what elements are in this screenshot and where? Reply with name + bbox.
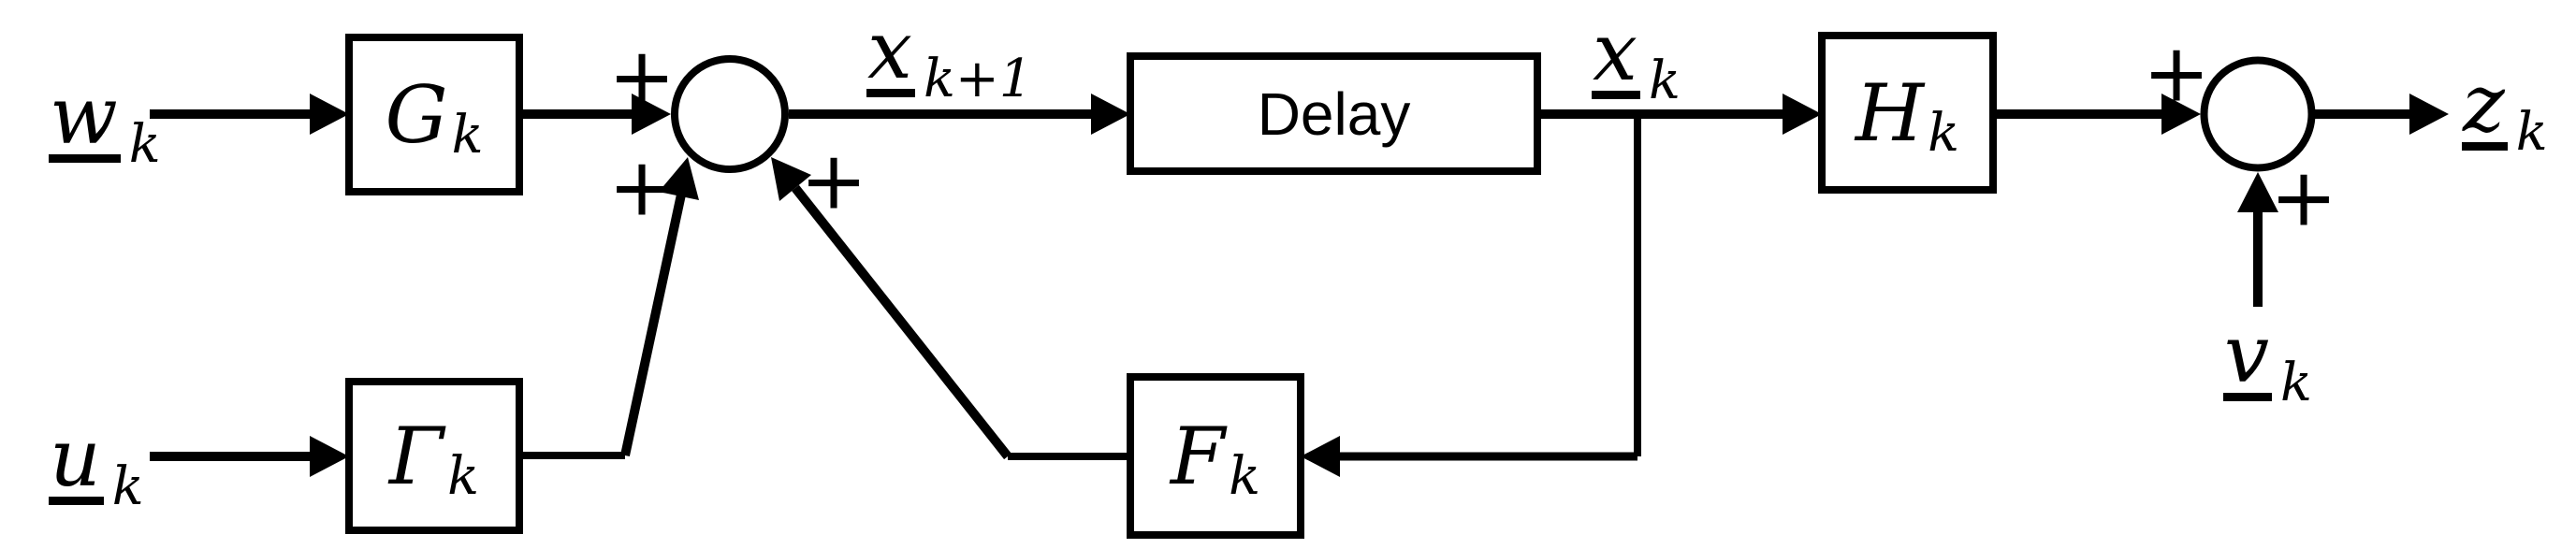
plus-icon-sum1-top-left: +: [607, 30, 677, 124]
plus-icon-sum1-bottom-right: +: [799, 134, 868, 228]
arrow-fk-to-sum1-diagonal-shaft: [792, 184, 1011, 460]
arrowhead-hk-into-sum2: [2161, 94, 2201, 135]
signal-uk-subscript: k: [111, 456, 144, 517]
arrowhead-into-gk: [310, 94, 349, 135]
signal-wk-subscript: k: [128, 114, 161, 175]
arrowhead-zk-output: [2409, 94, 2449, 135]
block-gk-letter: G: [385, 68, 448, 161]
plus-icon-sum2-top-left: +: [2142, 26, 2211, 121]
block-hk-letter: H: [1855, 66, 1925, 159]
arrowhead-into-hk: [1783, 94, 1822, 135]
block-gammak-box: [345, 378, 523, 534]
arrowhead-into-fk: [1301, 436, 1340, 477]
block-hk-subscript: k: [1928, 102, 1960, 164]
plus-icon-sum2-bottom-right: +: [2269, 151, 2338, 245]
signal-xk1-subscript: k+1: [923, 49, 1033, 109]
arrow-gammak-to-sum1-diagonal-shaft: [620, 193, 686, 457]
signal-xk-subscript: k: [1648, 51, 1681, 111]
signal-zk-subscript: k: [2515, 102, 2548, 163]
signal-zk-main: z: [2462, 65, 2508, 151]
block-gk-subscript: k: [451, 104, 484, 166]
block-delay-box: [1127, 52, 1541, 175]
block-fk-box: [1127, 373, 1304, 539]
block-gammak-subscript: k: [447, 445, 480, 507]
block-delay-label: Delay: [1130, 56, 1537, 171]
arrowhead-vk-into-sum2: [2237, 172, 2278, 212]
arrowhead-gammak-into-sum1: [659, 157, 699, 200]
block-fk-subscript: k: [1229, 445, 1261, 507]
sum-junction-1: [671, 55, 789, 173]
sum-junction-2: [2200, 56, 2316, 172]
plus-icon-sum1-bottom-left: +: [607, 140, 677, 235]
signal-vk-subscript: k: [2280, 353, 2312, 413]
block-gk-box: [345, 34, 523, 195]
block-gammak-letter: Γ: [388, 410, 444, 502]
signal-wk-main: w: [49, 77, 121, 163]
arrowhead-gk-into-sum1: [632, 94, 671, 135]
signal-xk1-main: x: [866, 11, 915, 97]
block-hk-box: [1818, 32, 1997, 194]
block-delay-text: Delay: [1257, 79, 1411, 148]
signal-uk-main: u: [49, 419, 104, 505]
arrowhead-into-gammak: [310, 436, 349, 477]
signal-xk-main: x: [1592, 13, 1640, 99]
arrowhead-fk-into-sum1: [771, 157, 811, 201]
signal-vk-main: v: [2223, 315, 2273, 401]
arrowhead-into-delay: [1091, 94, 1130, 135]
block-fk-letter: F: [1170, 410, 1226, 502]
